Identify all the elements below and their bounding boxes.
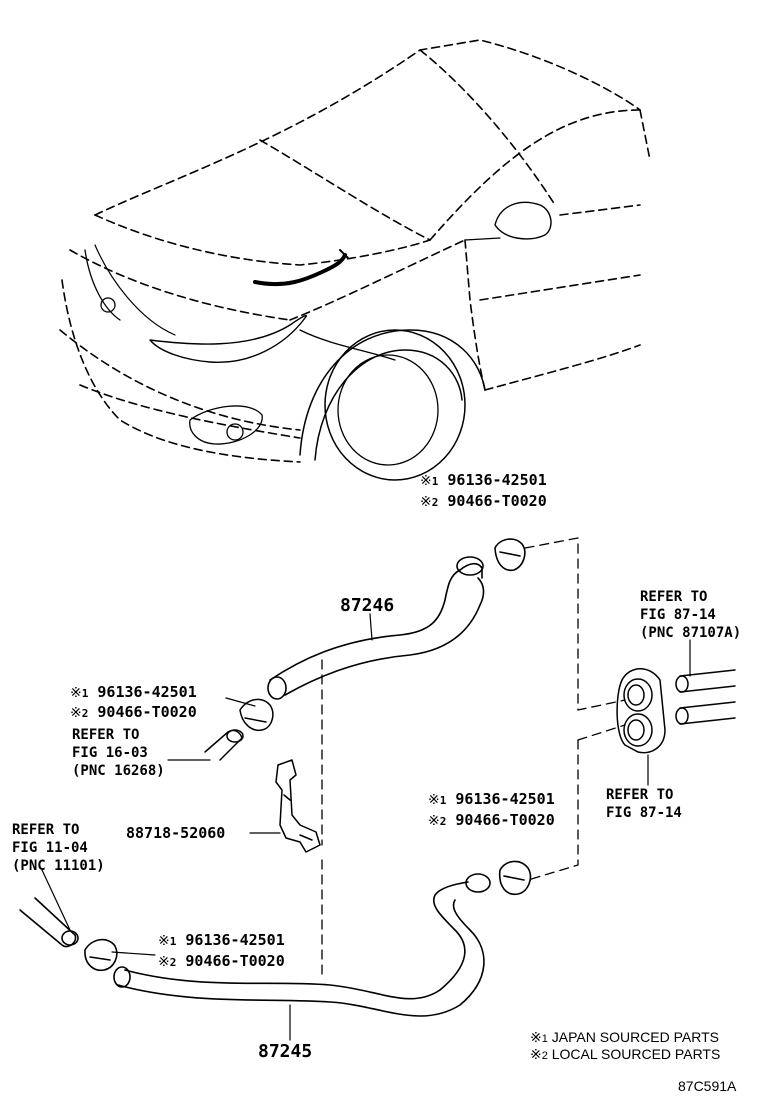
legend-text: LOCAL SOURCED PARTS — [551, 1046, 721, 1062]
note-marker: ※ — [530, 1029, 542, 1045]
note-number: 2 — [431, 496, 439, 509]
bracket-drawing — [249, 759, 321, 853]
ref-line: (PNC 11101) — [12, 858, 105, 874]
left-clamp-drawing — [167, 697, 274, 761]
note-marker: ※ — [530, 1046, 542, 1062]
clamp-right-japan-label: ※1 96136-42501 — [428, 790, 555, 808]
note-marker: ※ — [70, 705, 82, 721]
part-number: 90466-T0020 — [455, 811, 555, 829]
part-number: 90466-T0020 — [185, 952, 285, 970]
legend-japan-sourced: ※1 JAPAN SOURCED PARTS — [530, 1030, 719, 1045]
note-marker: ※ — [420, 473, 432, 489]
part-number: 96136-42501 — [97, 683, 197, 701]
note-number: 1 — [439, 794, 447, 807]
hose-87245-drawing — [19, 860, 532, 1041]
ref-fig-16-03: REFER TO FIG 16-03 (PNC 16268) — [72, 726, 165, 780]
note-marker: ※ — [158, 954, 170, 970]
ref-line: FIG 16-03 — [72, 745, 148, 761]
note-number: 2 — [81, 707, 89, 720]
ref-line: REFER TO — [640, 589, 708, 605]
clamp-left-local-label: ※2 90466-T0020 — [70, 703, 197, 721]
note-number: 1 — [431, 475, 439, 488]
ref-line: FIG 11-04 — [12, 840, 88, 856]
ref-line: REFER TO — [72, 727, 140, 743]
note-number: 1 — [81, 687, 89, 700]
car-illustration — [59, 39, 651, 481]
note-marker: ※ — [158, 933, 170, 949]
ref-fig-87-14-lower: REFER TO FIG 87-14 — [606, 786, 682, 822]
clamp-top-local-label: ※2 90466-T0020 — [420, 492, 547, 510]
hose-lower-label: 87245 — [258, 1041, 313, 1062]
ref-line: FIG 87-14 — [606, 805, 682, 821]
part-number: 96136-42501 — [455, 790, 555, 808]
note-marker: ※ — [428, 792, 440, 808]
clamp-top-japan-label: ※1 96136-42501 — [420, 471, 547, 489]
note-marker: ※ — [70, 685, 82, 701]
grommet-drawing — [616, 639, 736, 786]
clamp-bottom-local-label: ※2 90466-T0020 — [158, 952, 285, 970]
ref-fig-11-04: REFER TO FIG 11-04 (PNC 11101) — [12, 821, 105, 875]
legend-local-sourced: ※2 LOCAL SOURCED PARTS — [530, 1047, 720, 1062]
ref-line: (PNC 16268) — [72, 763, 165, 779]
ref-line: REFER TO — [606, 787, 674, 803]
bracket-label: 88718-52060 — [126, 824, 226, 842]
figure-code: 87C591A — [678, 1078, 737, 1094]
hose-upper-label: 87246 — [340, 595, 395, 616]
ref-fig-87-14-upper: REFER TO FIG 87-14 (PNC 87107A) — [640, 588, 741, 642]
clamp-left-japan-label: ※1 96136-42501 — [70, 683, 197, 701]
ref-line: (PNC 87107A) — [640, 625, 742, 641]
note-marker: ※ — [428, 813, 440, 829]
part-number: 96136-42501 — [447, 471, 547, 489]
note-number: 1 — [541, 1033, 548, 1045]
legend-text: JAPAN SOURCED PARTS — [551, 1029, 720, 1045]
clamp-bottom-japan-label: ※1 96136-42501 — [158, 931, 285, 949]
part-number: 90466-T0020 — [97, 703, 197, 721]
note-number: 2 — [169, 956, 177, 969]
leader-lines — [321, 537, 626, 981]
ref-line: FIG 87-14 — [640, 607, 716, 623]
part-number: 96136-42501 — [185, 931, 285, 949]
note-number: 2 — [439, 815, 447, 828]
note-number: 2 — [541, 1050, 548, 1062]
hose-87246-drawing — [267, 538, 526, 700]
note-number: 1 — [169, 935, 177, 948]
clamp-right-local-label: ※2 90466-T0020 — [428, 811, 555, 829]
part-number: 90466-T0020 — [447, 492, 547, 510]
ref-line: REFER TO — [12, 822, 80, 838]
note-marker: ※ — [420, 494, 432, 510]
